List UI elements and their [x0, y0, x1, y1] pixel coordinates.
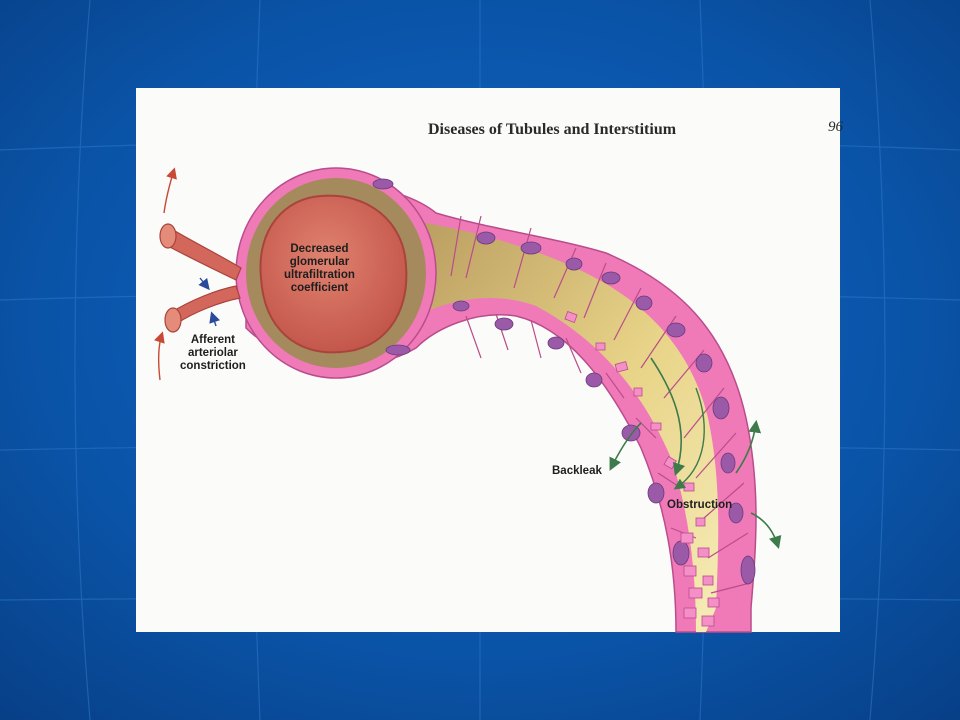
cell-nuclei	[372, 178, 756, 585]
obstruction-arrow-right	[735, 419, 762, 474]
backleak-label: Backleak	[552, 465, 602, 477]
lumen-flow-arrow	[650, 357, 686, 477]
arterioles	[159, 223, 242, 333]
afferent-constriction-label: Afferent arteriolar constriction	[180, 334, 246, 372]
constriction-arrow-bottom	[209, 311, 220, 327]
reverse-flow-arrow	[673, 387, 705, 490]
tubule-lumen	[396, 218, 719, 632]
obstruction-arrow-bottom	[750, 512, 782, 550]
efferent-flow-arrow	[163, 167, 177, 214]
afferent-flow-arrow	[154, 331, 165, 381]
glomerular-coefficient-label: Decreased glomerular ultrafiltration coe…	[284, 243, 355, 294]
epithelial-cells	[450, 215, 751, 594]
textbook-figure: Diseases of Tubules and Interstitium 96 …	[136, 88, 843, 633]
cell-debris	[564, 311, 720, 627]
constriction-arrow-top	[198, 277, 210, 291]
glomerulus	[259, 194, 408, 354]
obstruction-label: Obstruction	[667, 499, 733, 511]
page-title: Diseases of Tubules and Interstitium	[428, 121, 677, 138]
kidney-tubule-diagram	[154, 167, 782, 633]
backleak-arrow	[609, 422, 642, 471]
page-number: 96	[828, 119, 843, 135]
